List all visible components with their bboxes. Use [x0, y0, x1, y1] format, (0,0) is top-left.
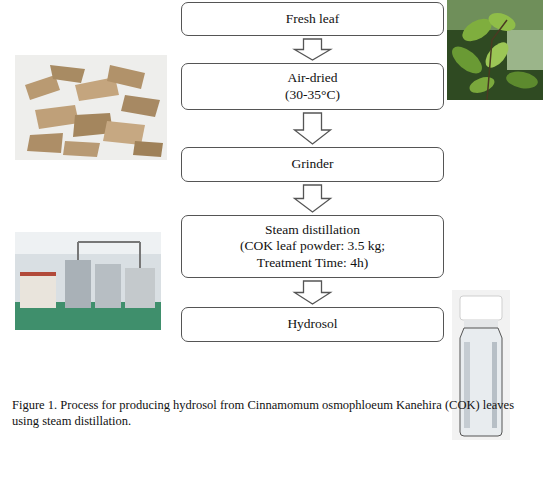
process-box: Steam distillation(COK leaf powder: 3.5 … — [181, 215, 444, 278]
figure-caption: Figure 1. Process for producing hydrosol… — [12, 398, 534, 429]
hydrosol-bottle-photo — [452, 290, 510, 440]
fresh-leaf-photo — [447, 0, 543, 100]
block-arrow — [295, 185, 331, 212]
step-detail: (30-35°C) — [285, 87, 340, 103]
dried-leaf-photo — [15, 55, 167, 160]
step-label: Steam distillation — [265, 222, 360, 238]
block-arrow — [295, 113, 331, 144]
process-box: Hydrosol — [181, 307, 444, 342]
process-box: Grinder — [181, 147, 444, 182]
step-label: Grinder — [292, 156, 334, 172]
step-label: Fresh leaf — [286, 11, 340, 27]
steam-distillation-photo — [15, 232, 161, 330]
step-label: Air-dried — [288, 70, 338, 86]
block-arrow — [295, 39, 331, 60]
process-box: Air-dried(30-35°C) — [181, 63, 444, 110]
block-arrow — [295, 281, 331, 304]
step-detail: (COK leaf powder: 3.5 kg; Treatment Time… — [220, 238, 405, 270]
step-label: Hydrosol — [287, 316, 337, 332]
process-box: Fresh leaf — [181, 2, 444, 36]
